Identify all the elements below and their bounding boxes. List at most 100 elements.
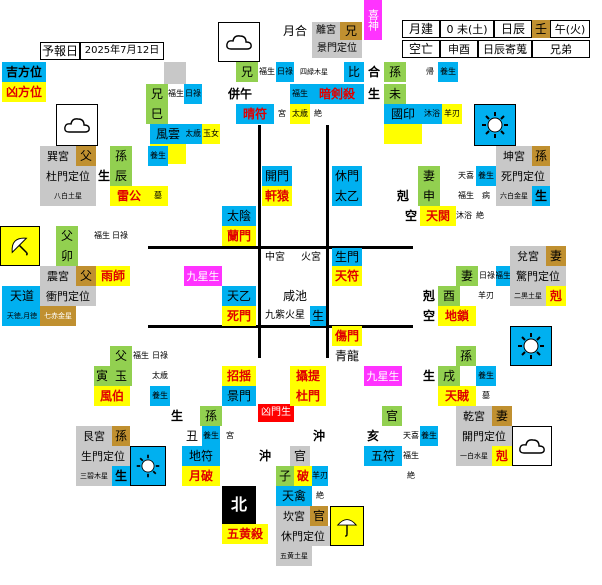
swl-s4: 養生 (150, 386, 170, 406)
sl-sho: 生 (170, 409, 183, 423)
ne-sho: 生 (532, 186, 550, 206)
sl-kita: 北 (222, 486, 256, 524)
kyoho-label: 凶方位 (2, 82, 46, 102)
sel-s3: 天喜 (403, 431, 419, 440)
s-ankensatsu: 暗剣殺 (310, 84, 364, 104)
grid-line-h-bottom (148, 325, 413, 328)
swl-fuhaku: 風伯 (94, 386, 130, 406)
lm-fu2: 父 (76, 266, 96, 286)
s-s3: 四緑木星 (300, 67, 328, 76)
se-s3: 沐浴 (422, 104, 442, 124)
lm-ushi: 雨師 (96, 266, 130, 286)
umbrella-icon (330, 506, 364, 546)
sel-gofu: 五符 (364, 446, 402, 466)
sl-kankyu: 坎宮 (276, 506, 312, 526)
ani-top: 兄 (340, 22, 362, 40)
sun-icon (474, 104, 516, 146)
sw-s2: 日祿 (184, 84, 202, 104)
swl-fu: 父 (110, 346, 132, 366)
swl-son: 孫 (112, 426, 130, 446)
sw-ani: 兄 (146, 84, 168, 104)
rm-nikoku: 二黒土星 (510, 286, 546, 306)
w-sho: 生 (97, 169, 110, 183)
sl-ushi: 丑 (185, 429, 198, 443)
sl-tomon: 杜門 (290, 386, 326, 406)
rm-s2: 福生 (496, 266, 510, 286)
center-kyusei: 九星生 (184, 266, 222, 286)
rm-dakyu: 兌宮 (510, 246, 546, 266)
center-tenfu: 天符 (332, 266, 362, 286)
sel-s7: 絶 (407, 471, 415, 480)
ct-taiotsu: 太乙 (332, 186, 362, 206)
sel-kokufu: 剋 (492, 446, 512, 466)
s-heigo: 併午 (227, 87, 252, 101)
center-seiryu: 青龍 (334, 349, 359, 363)
swl-sanpeki: 三碧木星 (76, 466, 112, 486)
sl-s3: 羊刃 (312, 466, 328, 486)
lm-kenmon: 衝門定位 (40, 286, 96, 306)
sl-s1: 養生 (202, 426, 220, 446)
sl-chifu: 地符 (182, 446, 220, 466)
lm-tentoku: 天徳,月徳 (2, 306, 42, 326)
ne-tsuma: 妻 (418, 166, 440, 186)
ne-shimon: 死門定位 (496, 166, 550, 186)
lm-u: 卯 (56, 246, 78, 266)
ne-s1: 天喜 (458, 171, 474, 180)
getsuken-value: 0 未(土) (440, 20, 494, 38)
sl-gosatsu: 五黄殺 (222, 524, 268, 544)
rm-s3: 羊刃 (478, 291, 494, 300)
ct-taiin: 太陰 (222, 206, 256, 226)
getsuken-label: 月建 (402, 20, 440, 38)
lm-s1: 福生 (94, 231, 110, 240)
w-raiko: 雷公 (110, 186, 148, 206)
sw-s3: 太歳 (184, 124, 202, 144)
sw-fuun: 風雲 (150, 124, 186, 144)
s-hi: 比 (344, 62, 364, 82)
sl-gappa: 月破 (182, 466, 220, 486)
kishin-badge: 喜神 (364, 0, 382, 40)
se-s4: 羊刃 (442, 104, 462, 124)
forecast-date: 2025年7月12日 (80, 42, 164, 60)
sel-inu: 戌 (438, 366, 460, 386)
sun-icon (130, 446, 166, 486)
sel-son: 孫 (456, 346, 476, 366)
sl-son: 孫 (200, 406, 222, 426)
sel-s4: 養生 (420, 426, 438, 446)
w-fu: 父 (76, 146, 96, 166)
ne-saru: 申 (418, 186, 440, 206)
sel-s2: 墓 (482, 391, 490, 400)
s-s2: 日祿 (276, 62, 294, 82)
ne-s3: 福生 (458, 191, 474, 200)
ct-kenen: 軒猿 (262, 186, 292, 206)
yohobi-label: 予報日 (40, 42, 80, 60)
rm-tsuma2: 妻 (456, 266, 478, 286)
sw-filler (164, 62, 186, 84)
ne-s2: 養生 (476, 166, 496, 186)
center-kyushikasei: 九紫火星 (265, 310, 305, 321)
cloud-icon (512, 426, 552, 466)
s-s6: 福生 (290, 84, 310, 104)
kubo-label: 空亡 (402, 40, 440, 58)
se-kokuin: 國印 (384, 104, 422, 124)
center-tenotsu: 天乙 (222, 286, 256, 306)
ct-kaimon: 開門 (262, 166, 292, 186)
ne-ku: 空 (404, 209, 417, 223)
swl-tora: 寅 (94, 366, 110, 386)
swl-gonkyu: 艮宮 (76, 426, 112, 446)
grid-line-v-right (326, 125, 329, 358)
sw-s1: 福生 (168, 89, 184, 98)
ne-son: 孫 (532, 146, 550, 166)
center-shimon: 死門 (222, 306, 256, 326)
nisshin-label: 日辰 (494, 20, 532, 38)
center-sho: 生 (310, 306, 326, 326)
cloud-icon (56, 104, 98, 146)
ne-tenkan: 天関 (420, 206, 456, 226)
sl-tenkin: 天禽 (276, 486, 312, 506)
ct-kyumon: 休門 (332, 166, 362, 186)
grid-line-v-left (258, 125, 261, 358)
w-chin: 辰 (110, 166, 132, 186)
sel-tsuma: 妻 (492, 406, 512, 426)
sl-chu2: 沖 (258, 449, 271, 463)
sl-kyusei: 九星生 (364, 366, 402, 386)
sl-ne: 子 (276, 466, 294, 486)
